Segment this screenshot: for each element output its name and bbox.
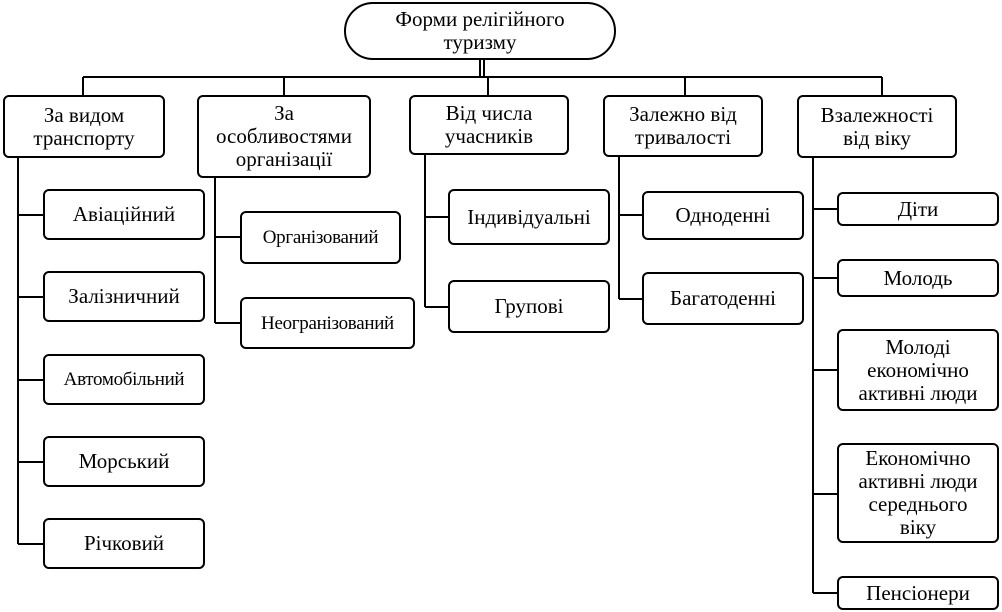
item-sea: Морський: [43, 436, 205, 487]
item-youth: Молодь: [837, 259, 999, 297]
category-organization: За особливостями організації: [197, 95, 371, 178]
item-individual: Індивідуальні: [448, 189, 610, 245]
item-organized: Організований: [240, 211, 401, 264]
item-pensioners: Пенсіонери: [837, 576, 999, 610]
item-unorganized: Неогранізований: [240, 297, 415, 349]
item-railway: Залізничний: [43, 271, 205, 322]
item-group: Групові: [448, 280, 610, 333]
item-river: Річковий: [43, 518, 205, 569]
item-aviation: Авіаційний: [43, 189, 205, 240]
root-node: Форми релігійного туризму: [344, 2, 616, 60]
item-middle-aged-active: Економічно активні люди середнього віку: [837, 443, 999, 543]
item-young-active: Молоді економічно активні люди: [837, 329, 999, 411]
item-multi-day: Багатоденні: [642, 272, 804, 325]
category-age: Взалежності від віку: [797, 95, 957, 158]
category-transport: За видом транспорту: [3, 95, 165, 158]
category-duration: Залежно від тривалості: [603, 95, 763, 157]
item-children: Діти: [837, 192, 999, 226]
item-automobile: Автомобільний: [43, 354, 205, 405]
category-participants: Від числа учасників: [409, 95, 569, 155]
item-one-day: Одноденні: [642, 191, 804, 240]
